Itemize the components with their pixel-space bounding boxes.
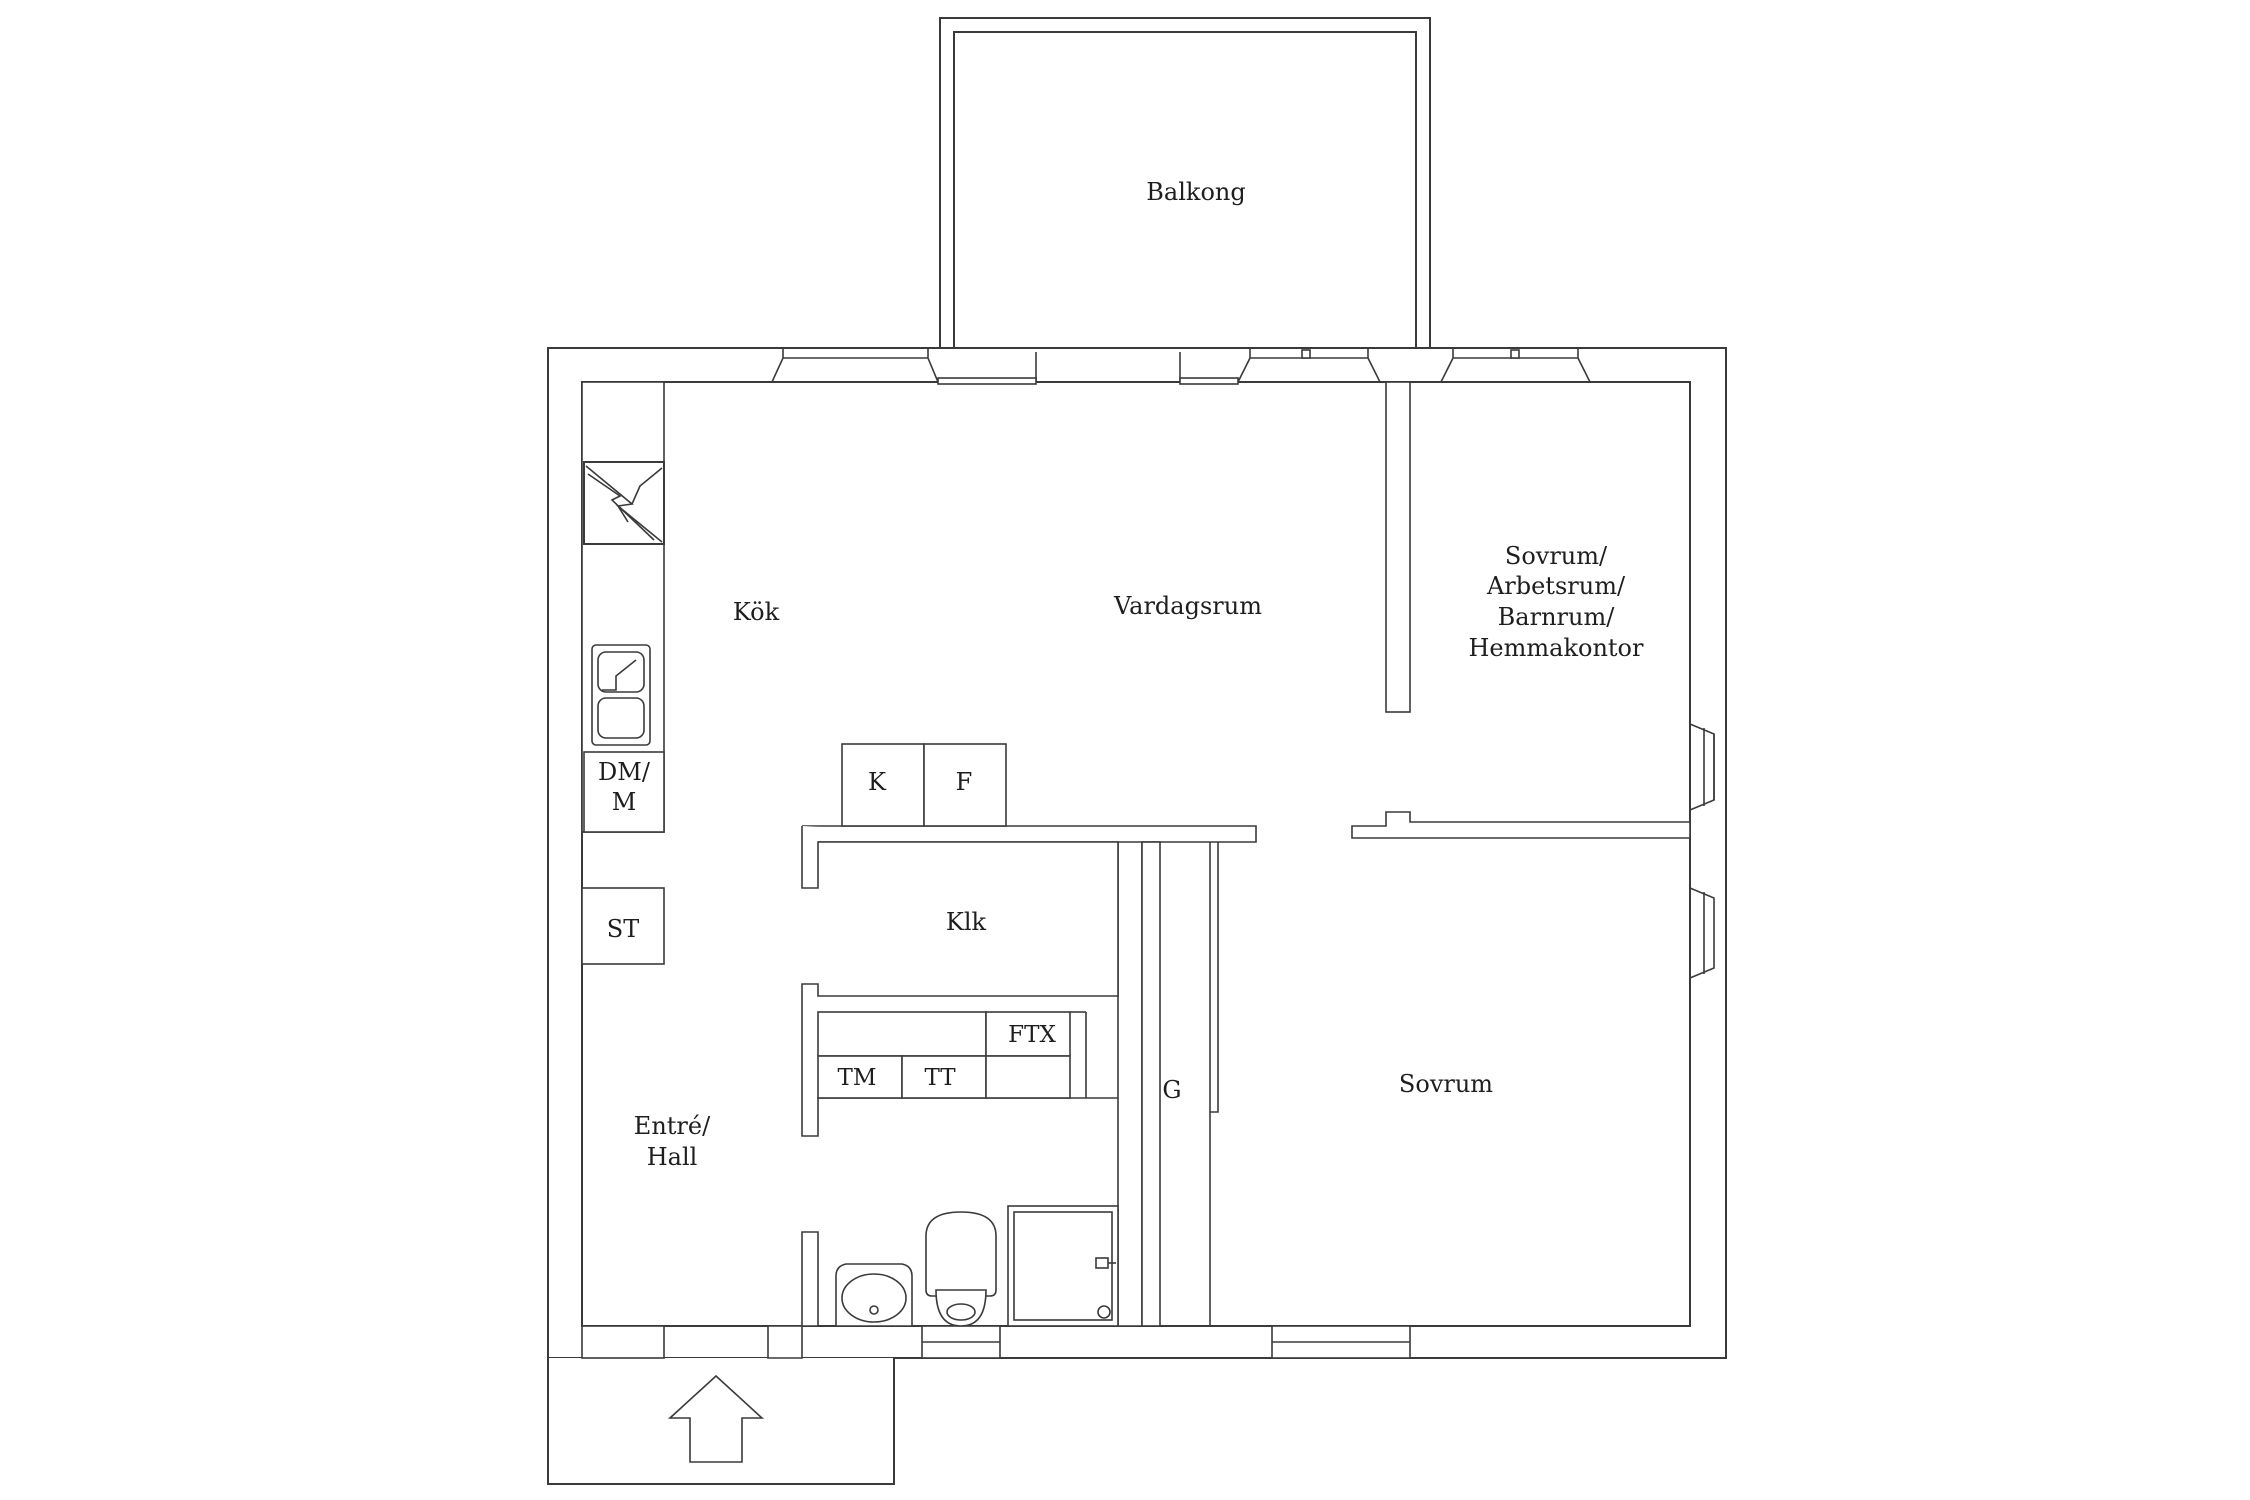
room-label-sovrum-multi-1: Sovrum/ [1505,542,1608,570]
shower-icon [1007,1205,1119,1327]
room-label-klk: Klk [946,908,987,936]
fridge-freezer [841,743,1007,827]
room-label-sovrum-multi-3: Barnrum/ [1498,603,1616,631]
room-label-vardagsrum: Vardagsrum [1113,592,1262,620]
room-label-kok: Kök [733,598,780,626]
room-label-sovrum: Sovrum [1399,1070,1493,1098]
room-label-entre-2: Hall [647,1143,698,1171]
toilet-icon [925,1211,997,1327]
fixture-label-tt: TT [924,1065,956,1091]
dm-cabinet [583,751,665,833]
room-label-sovrum-multi-2: Arbetsrum/ [1486,572,1626,600]
windows-top [770,348,1592,383]
room-label-sovrum-multi-4: Hemmakontor [1469,634,1645,662]
fixture-label-dm-1: DM/ [598,758,651,786]
windows-right [1689,723,1715,979]
fixture-label-ftx: FTX [1008,1022,1056,1048]
fixture-label-st: ST [607,915,639,943]
room-label-balkong: Balkong [1146,178,1245,206]
fixture-label-f: F [956,768,973,796]
entrance-arrow-icon [667,1374,765,1463]
balcony [939,17,1431,349]
stove-icon [583,461,665,545]
windows-bottom [921,1325,1411,1359]
fixture-label-k: K [868,768,887,796]
washbasin-icon [835,1263,913,1327]
laundry-units [817,1011,1087,1099]
room-label-entre-1: Entré/ [634,1112,711,1140]
fixture-label-tm: TM [838,1065,877,1091]
hall-walls [581,1325,665,1359]
fixture-label-dm-2: M [612,788,637,816]
room-label-g: G [1162,1076,1181,1104]
sink-icon [591,644,651,746]
